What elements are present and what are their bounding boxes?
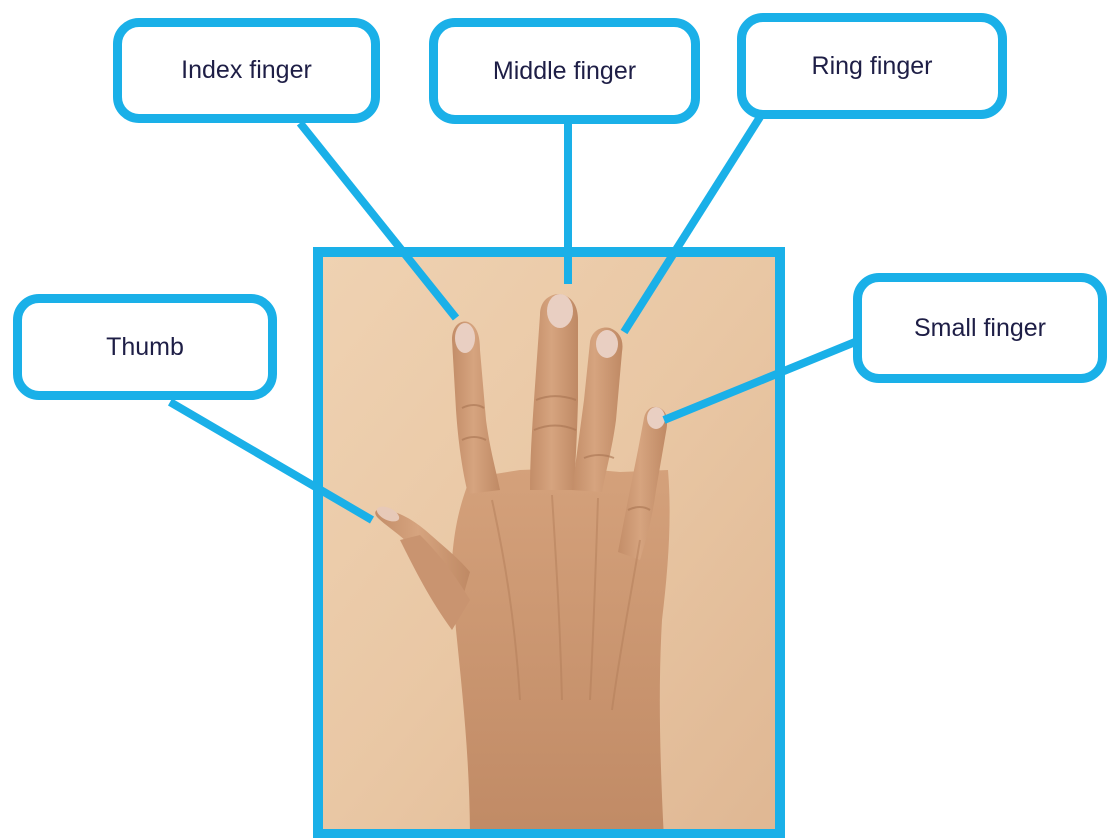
index-nail (455, 323, 475, 353)
middle-nail (547, 294, 573, 328)
small-nail (647, 407, 665, 429)
middle-finger-text: Middle finger (493, 57, 636, 86)
ring-nail (596, 330, 618, 358)
small-finger-label: Small finger (853, 273, 1107, 383)
middle-finger-label: Middle finger (429, 18, 700, 124)
hand-photo (318, 252, 780, 838)
ring-finger-label: Ring finger (737, 13, 1007, 119)
thumb-text: Thumb (106, 333, 184, 362)
ring-finger-text: Ring finger (812, 52, 933, 81)
small-finger-text: Small finger (914, 314, 1046, 343)
index-finger-label: Index finger (113, 18, 380, 123)
index-finger-text: Index finger (181, 56, 312, 85)
thumb-label: Thumb (13, 294, 277, 400)
